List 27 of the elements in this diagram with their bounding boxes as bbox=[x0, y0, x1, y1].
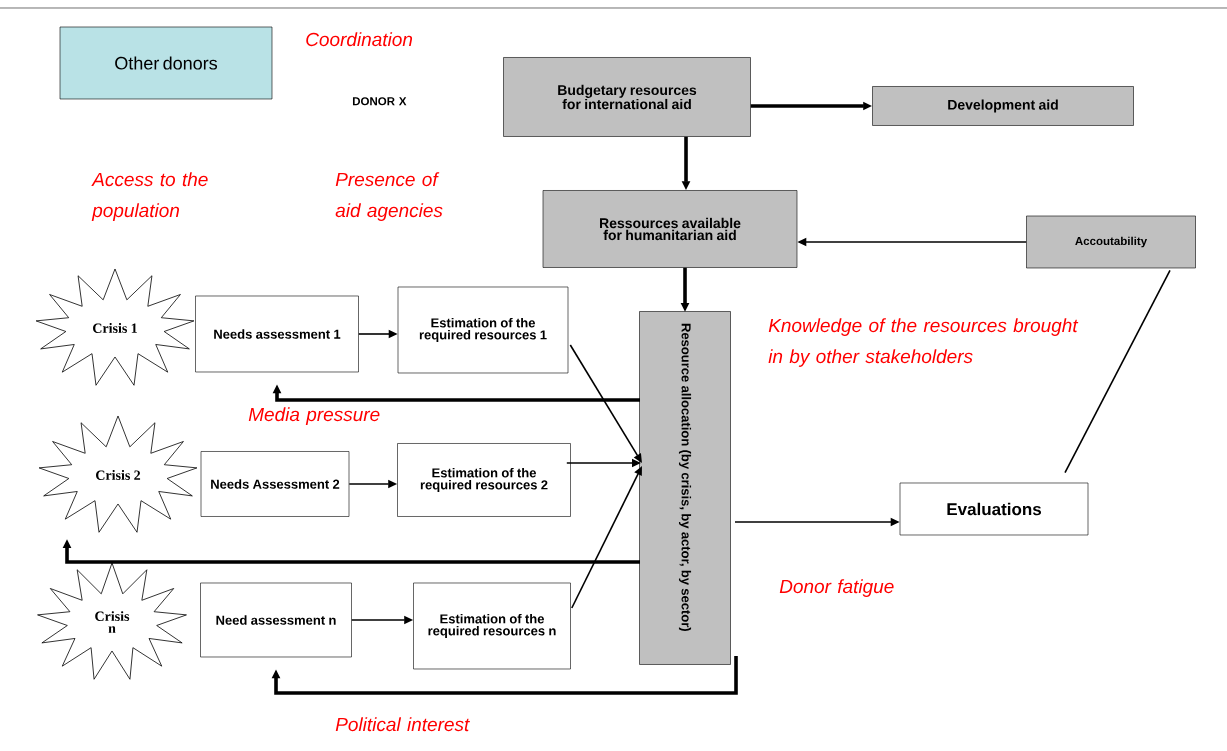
crisis-starburst: Crisis n bbox=[37, 562, 187, 680]
annotation-text: Presence of aid agencies bbox=[335, 172, 443, 221]
annotation-text: Media pressure bbox=[248, 407, 380, 425]
annotation-text: Access to the population bbox=[91, 172, 208, 221]
annotation-text: Knowledge of the resources brought in by other stakeholders bbox=[768, 318, 1079, 367]
process-box: Evaluations bbox=[899, 482, 1089, 536]
annotation-text: Political interest bbox=[335, 717, 470, 732]
process-box: Ressources available for humanitarian aid bbox=[542, 190, 798, 268]
process-box: Development aid bbox=[872, 86, 1134, 126]
annotation-text: Coordination bbox=[306, 32, 413, 47]
arrow bbox=[571, 466, 642, 609]
annotation-text: Donor fatigue bbox=[779, 579, 894, 597]
donor-label: DONOR X bbox=[353, 97, 407, 106]
arrow bbox=[569, 344, 642, 463]
crisis-starburst: Crisis 2 bbox=[38, 415, 198, 533]
arrow bbox=[271, 656, 738, 695]
crisis-starburst: Crisis 1 bbox=[35, 268, 195, 386]
process-box: Estimation of the required resources n bbox=[413, 582, 571, 670]
process-box: Need assessment n bbox=[200, 582, 352, 658]
process-box: Estimation of the required resources 1 bbox=[397, 286, 569, 374]
process-box: Needs Assessment 2 bbox=[200, 451, 350, 517]
process-box: Budgetary resources for international aid bbox=[503, 57, 751, 137]
process-box: Estimation of the required resources 2 bbox=[397, 443, 571, 517]
process-box: Needs assessment 1 bbox=[195, 295, 359, 373]
process-box: Other donors bbox=[59, 26, 273, 100]
process-box: Resource allocation (by crisis, by actor, by sector) bbox=[639, 311, 731, 665]
process-box: Accoutability bbox=[1026, 215, 1196, 269]
